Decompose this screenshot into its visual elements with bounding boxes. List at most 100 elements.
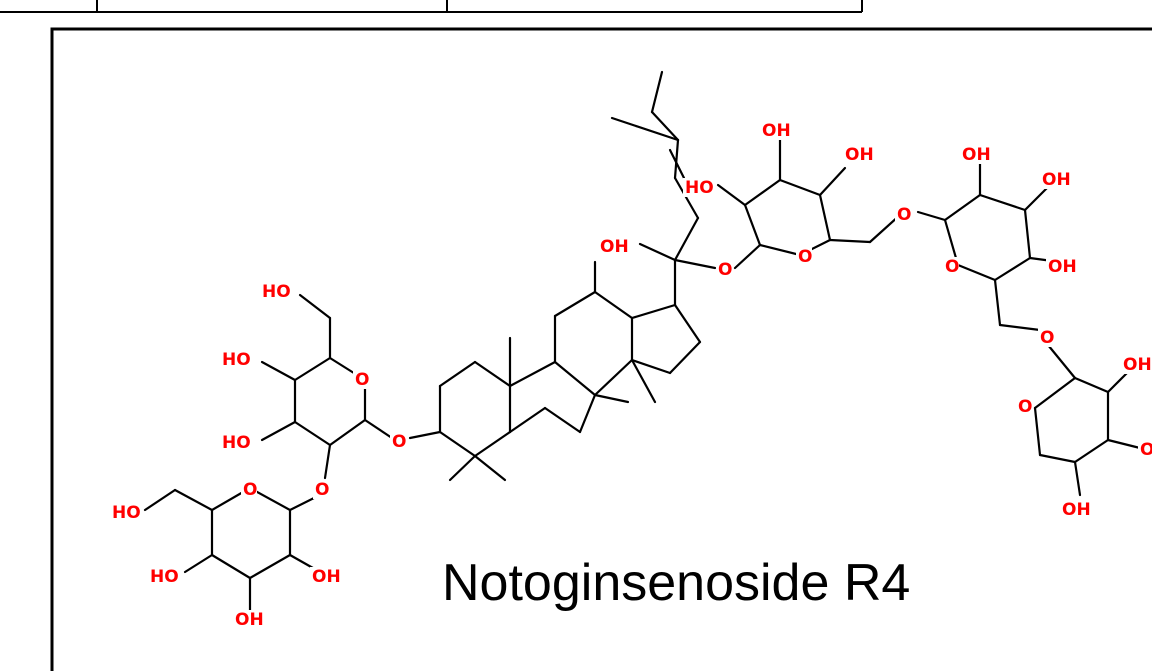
atom-label-bg-25 (310, 567, 338, 586)
atom-label-o-6: O (897, 205, 911, 225)
bond-37 (743, 178, 782, 207)
atom-label-ho-18: HO (222, 433, 251, 453)
atom-label-oh-12: OH (1123, 355, 1152, 375)
bond-6 (508, 406, 547, 434)
atom-label-bg-2 (683, 178, 711, 197)
bond-89 (173, 488, 214, 512)
bond-59 (1046, 343, 1077, 380)
bond-47 (916, 210, 947, 222)
top-strip (0, 0, 863, 13)
bond-49 (978, 193, 1027, 212)
bonds (143, 70, 1142, 614)
bond-9 (553, 360, 597, 397)
atom-label-oh-0: OH (600, 237, 629, 257)
atom-label-o-1: O (718, 260, 732, 280)
atom-label-bg-14 (1016, 397, 1032, 416)
atom-label-bg-10 (943, 257, 959, 276)
atom-label-oh-15: OH (1062, 500, 1091, 520)
bond-65 (1033, 376, 1077, 410)
bond-68 (1073, 460, 1082, 497)
atom-label-bg-24 (148, 567, 176, 586)
bond-79 (408, 430, 442, 440)
atom-label-oh-9: OH (1048, 257, 1077, 277)
bond-28 (673, 176, 700, 220)
atom-label-bg-5 (796, 247, 812, 266)
bond-35 (733, 243, 762, 270)
atom-label-oh-26: OH (235, 610, 264, 630)
bond-50 (1023, 208, 1032, 260)
atom-label-o-19: O (355, 370, 369, 390)
bond-1 (438, 360, 477, 388)
atom-label-o-5: O (798, 247, 812, 267)
bond-17 (673, 303, 702, 344)
bond-29 (673, 138, 680, 180)
atom-label-ho-17: HO (222, 350, 251, 370)
bond-63 (1038, 453, 1077, 464)
bond-2 (473, 360, 512, 388)
bond-45 (828, 238, 872, 244)
bond-52 (956, 263, 997, 282)
bond-19 (630, 358, 672, 375)
atom-label-ho-2: HO (685, 178, 714, 198)
bond-39 (818, 193, 832, 242)
atom-label-o-11: O (1040, 328, 1054, 348)
bond-76 (298, 293, 332, 320)
bond-38 (778, 178, 822, 197)
atom-label-bg-15 (1060, 500, 1088, 519)
atom-label-o_partial-13: O (1140, 440, 1152, 460)
atom-label-bg-18 (220, 433, 248, 452)
bond-5 (438, 430, 477, 458)
bond-41 (758, 243, 802, 257)
atom-label-bg-17 (220, 350, 248, 369)
bond-34 (673, 258, 717, 270)
bond-24 (473, 454, 507, 482)
atom-label-ho-24: HO (150, 567, 179, 587)
bond-51 (993, 256, 1032, 282)
atom-label-bg-13 (1138, 440, 1152, 459)
atom-label-bg-7 (960, 145, 988, 164)
figure-frame (50, 27, 1152, 671)
bond-15 (593, 358, 634, 397)
atom-label-oh-8: OH (1042, 170, 1071, 190)
atom-label-bg-20 (390, 432, 406, 451)
bond-27 (673, 216, 700, 262)
atom-label-bg-11 (1038, 328, 1054, 347)
bond-4 (473, 430, 512, 458)
bond-90 (143, 488, 177, 512)
bond-33 (650, 70, 664, 114)
bond-77 (260, 360, 297, 382)
bond-13 (593, 290, 634, 320)
atom-label-ho-16: HO (262, 282, 291, 302)
bond-44 (818, 166, 847, 197)
atom-label-oh-7: OH (962, 145, 991, 165)
atom-label-o-14: O (1018, 397, 1032, 417)
atom-label-ho-22: HO (112, 503, 141, 523)
atom-label-bg-12 (1121, 355, 1149, 374)
bond-71 (293, 356, 332, 382)
bond-55 (1023, 183, 1052, 212)
bond-36 (743, 203, 762, 247)
bond-18 (668, 340, 702, 375)
atom-label-bg-21 (313, 480, 329, 499)
bond-74 (328, 418, 367, 447)
atom-label-o-23: O (243, 480, 257, 500)
bond-62 (1073, 438, 1110, 464)
atom-label-bg-22 (110, 503, 138, 522)
bond-12 (553, 290, 597, 318)
bond-78 (260, 420, 297, 442)
compound-name: Notoginsenoside R4 (442, 554, 910, 612)
atom-label-oh-3: OH (762, 121, 791, 141)
bond-60 (1073, 376, 1110, 394)
atom-label-bg-9 (1046, 257, 1074, 276)
bond-48 (943, 193, 982, 222)
bond-21 (593, 393, 630, 404)
atom-label-bg-4 (843, 145, 871, 164)
bond-57 (993, 278, 1002, 327)
double-bond-line (668, 148, 686, 180)
bond-85 (210, 553, 252, 580)
bond-31 (638, 242, 677, 262)
bond-10 (508, 360, 557, 388)
